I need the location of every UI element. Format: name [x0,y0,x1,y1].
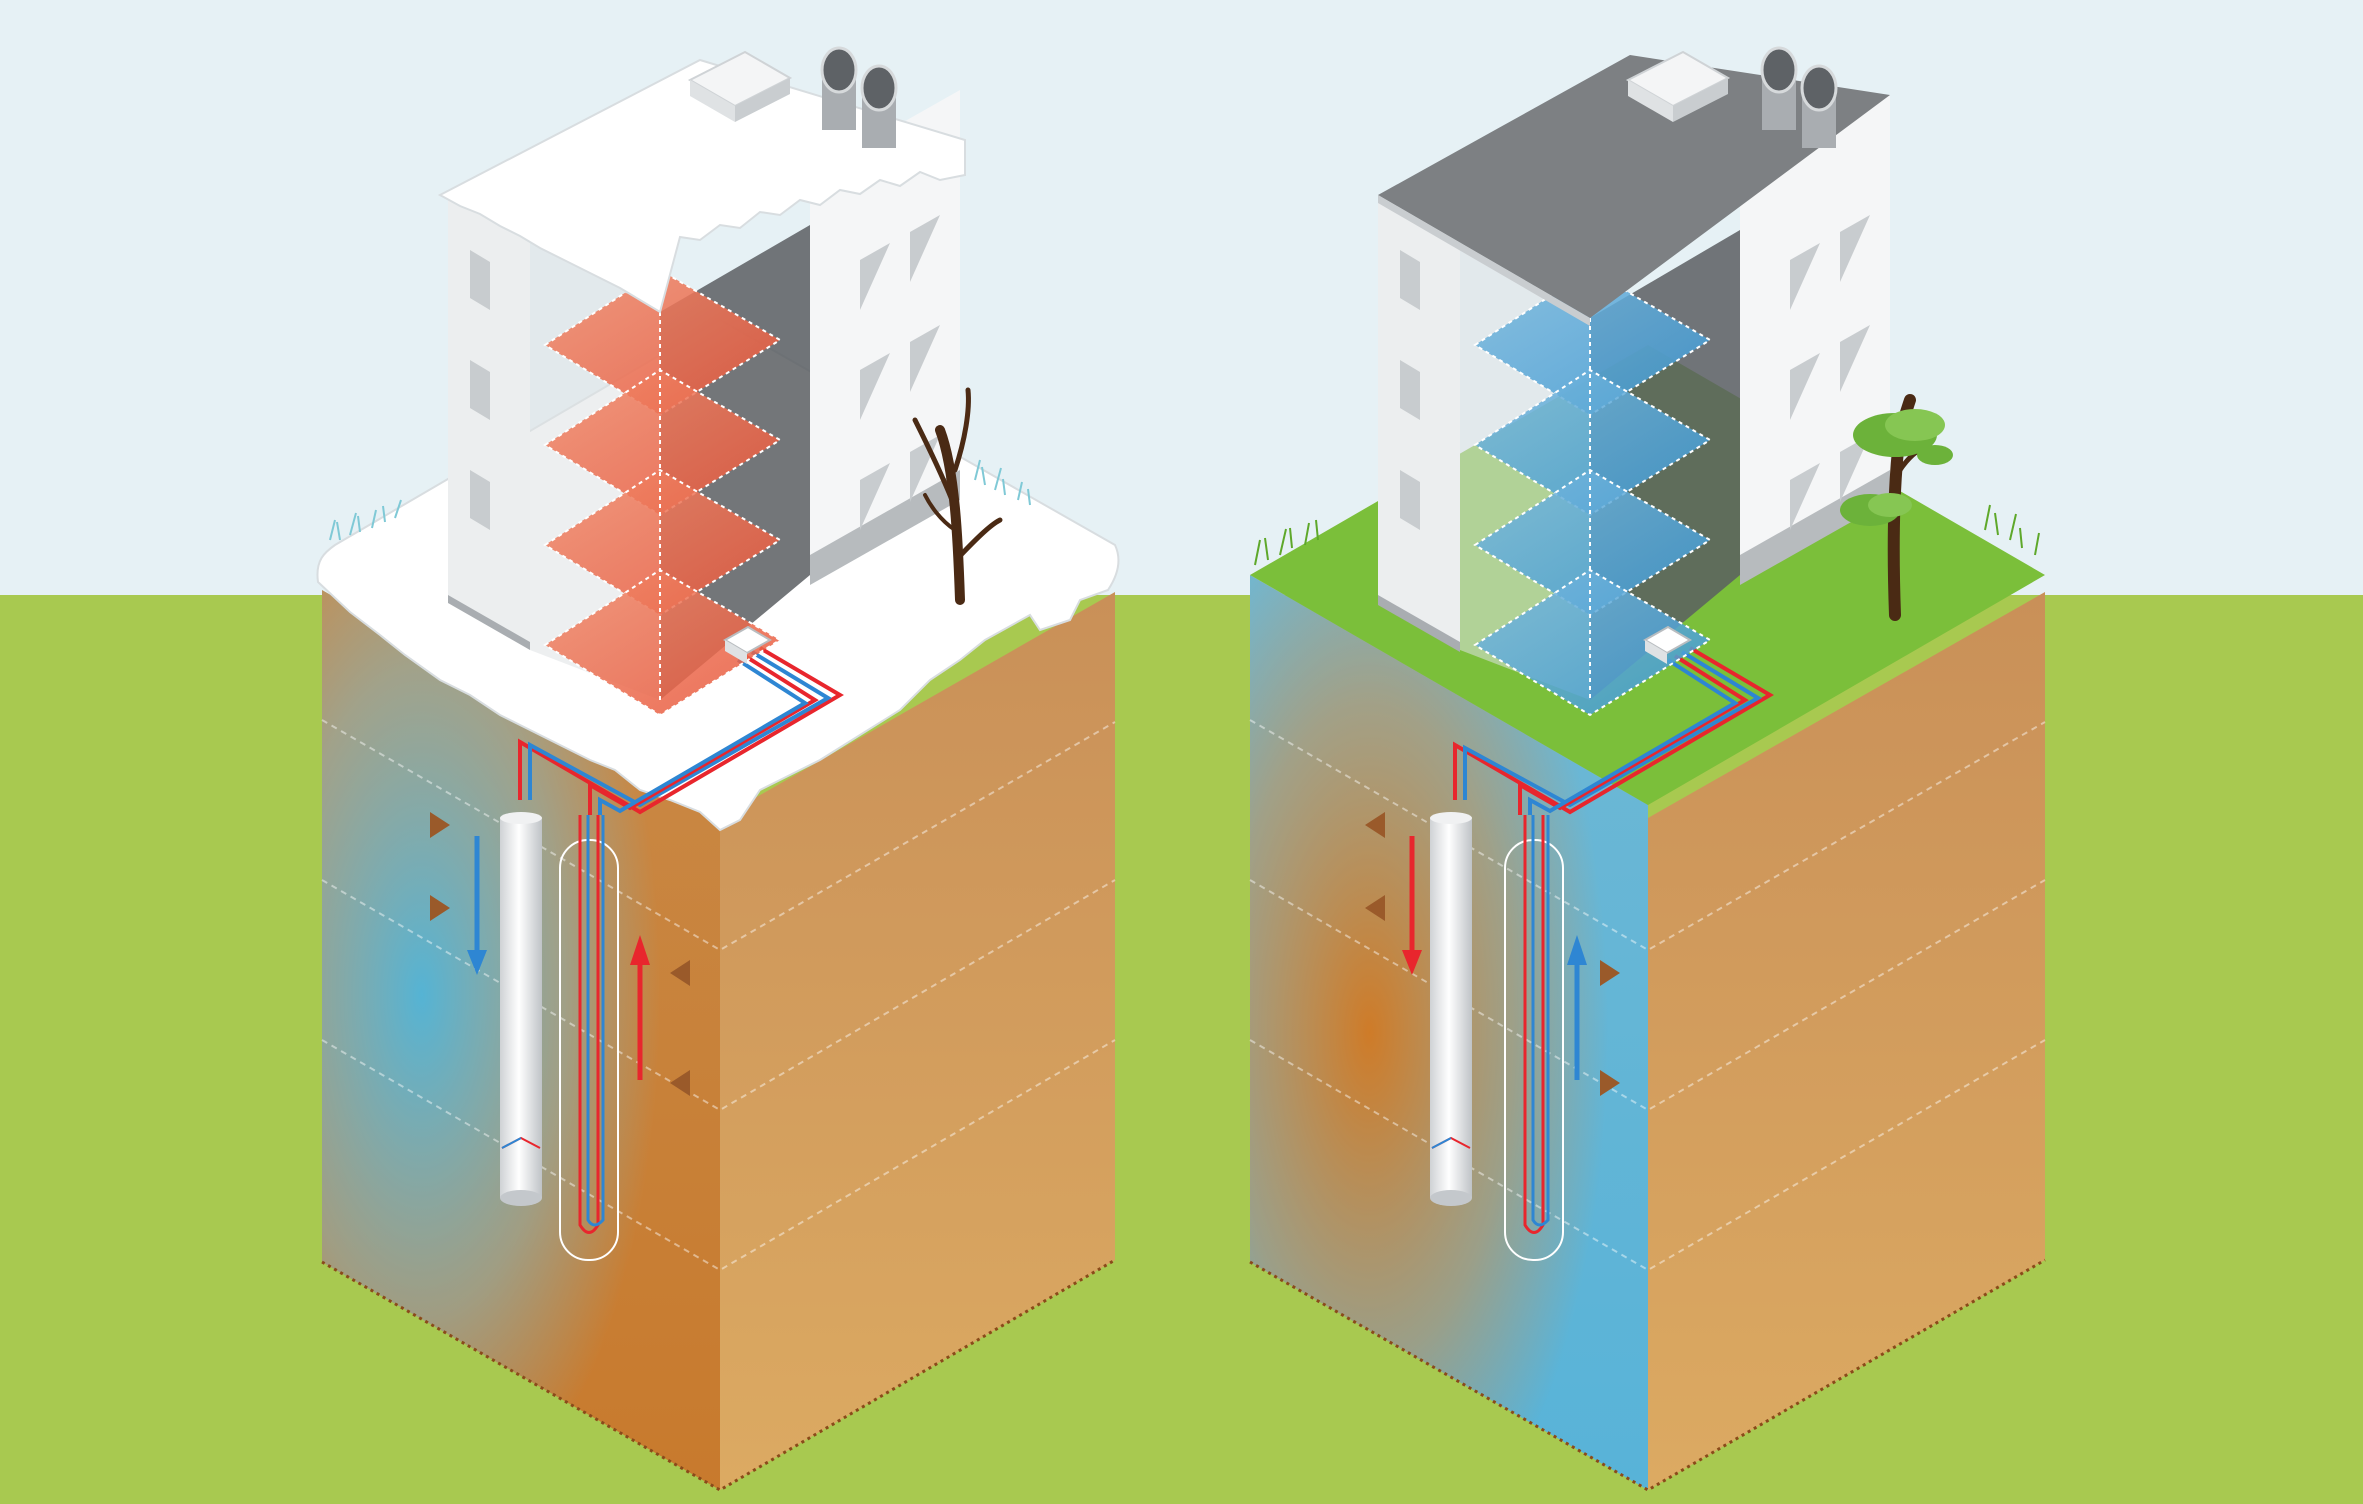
building [437,46,966,717]
heat-pump-icon [723,625,772,664]
tree-icon [912,387,1003,605]
heat-arrow-icons [430,812,690,1096]
surface-pipes [1453,646,1774,815]
surface-pipes [518,646,844,815]
arrow-icon [467,836,650,1080]
arrow-icon [1402,836,1587,1080]
building [1378,46,1890,717]
cooled-floors [1473,268,1712,717]
vent-fan-icon [820,46,898,148]
tree-icon [1840,394,1953,621]
winter-panel [316,46,1120,1492]
ground-loop [430,812,690,1261]
heat-pump-icon [1643,625,1692,664]
borehole-loop [559,815,619,1261]
vent-fan-icon [1760,46,1838,148]
sky [0,0,2363,595]
borehole-loop [1504,815,1564,1261]
well-icon [500,812,542,1206]
heat-arrow-icons [1365,812,1620,1096]
ground-loop [1365,812,1620,1261]
rooftop-unit-icon [1625,50,1731,122]
rooftop-unit-icon [687,50,793,122]
heated-floors [543,268,782,717]
soil-right-face [1648,592,2045,1490]
soil-right-face [720,592,1115,1490]
well-icon [1430,812,1472,1206]
summer-panel [1249,46,2046,1492]
